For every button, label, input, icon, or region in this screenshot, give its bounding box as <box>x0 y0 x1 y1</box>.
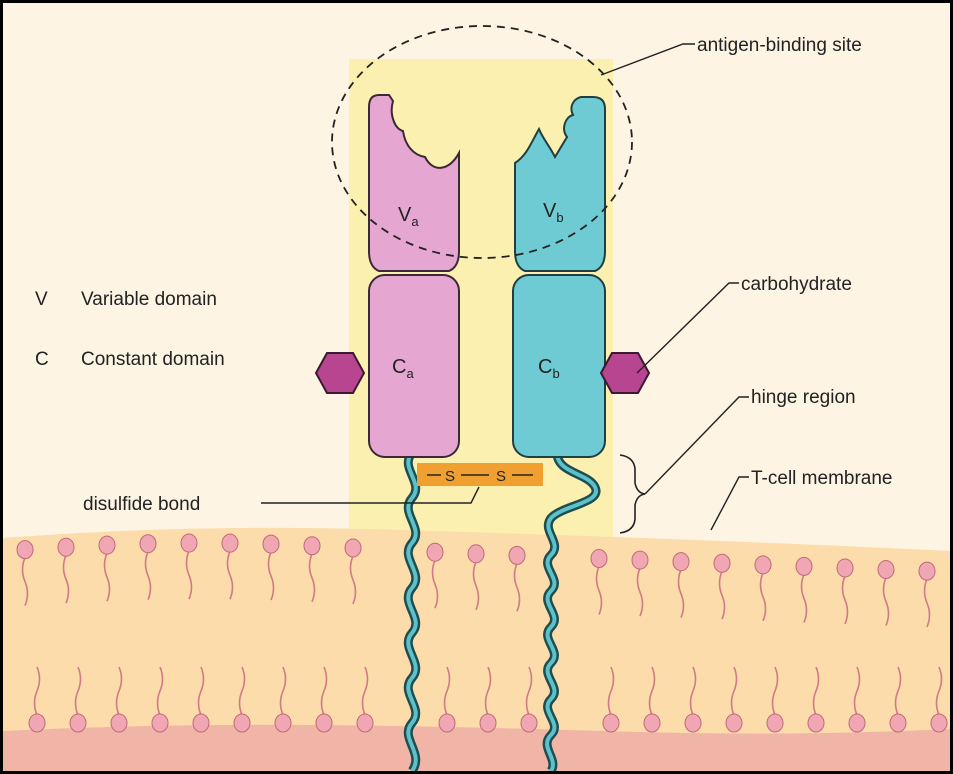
lipid-head <box>439 714 455 732</box>
lipid-head <box>673 553 689 571</box>
lipid-head <box>193 714 209 732</box>
lipid-head <box>878 561 894 579</box>
beta-chain: Vb Cb <box>513 97 605 457</box>
lipid-head <box>796 557 812 575</box>
lipid-head <box>931 714 947 732</box>
lipid-head <box>726 714 742 732</box>
lipid-head <box>767 714 783 732</box>
lipid-head <box>140 535 156 553</box>
lipid-head <box>632 551 648 569</box>
carbohydrate-label: carbohydrate <box>741 274 852 295</box>
disulfide-bond: S S <box>417 463 543 486</box>
t-cell-membrane <box>3 528 950 771</box>
lipid-head <box>591 550 607 568</box>
lipid-head <box>480 714 496 732</box>
lipid-head <box>58 538 74 556</box>
lipid-head <box>234 714 250 732</box>
lipid-head <box>509 546 525 564</box>
legend-variable-domain: Variable domain <box>81 289 217 310</box>
carbohydrate-right-hexagon <box>601 353 649 393</box>
lipid-head <box>17 541 33 559</box>
lipid-head <box>275 714 291 732</box>
lipid-head <box>29 714 45 732</box>
disulfide-s-left: S <box>445 468 455 485</box>
disulfide-s-right: S <box>496 468 506 485</box>
lipid-head <box>345 539 361 557</box>
lipid-head <box>468 545 484 563</box>
lipid-head <box>304 537 320 555</box>
lipid-head <box>111 714 127 732</box>
lipid-head <box>357 714 373 732</box>
lipid-head <box>263 535 279 553</box>
constant-domain-a <box>369 275 459 457</box>
lipid-head <box>427 543 443 561</box>
antigen-binding-site-label: antigen-binding site <box>697 35 862 56</box>
lipid-head <box>603 714 619 732</box>
lipid-head <box>890 714 906 732</box>
disulfide-bond-label: disulfide bond <box>83 494 200 515</box>
lipid-head <box>222 534 238 552</box>
hinge-region-label: hinge region <box>751 387 856 408</box>
lipid-head <box>99 536 115 554</box>
lipid-head <box>849 714 865 732</box>
lipid-head <box>70 714 86 732</box>
lipid-head <box>919 562 935 580</box>
lipid-head <box>181 534 197 552</box>
lipid-head <box>755 556 771 574</box>
lipid-head <box>685 714 701 732</box>
lipid-head <box>152 714 168 732</box>
lipid-head <box>644 714 660 732</box>
lipid-head <box>316 714 332 732</box>
legend-constant-domain: Constant domain <box>81 349 225 370</box>
t-cell-receptor-diagram: S S Va Ca Vb Cb antigen-binding site car… <box>3 3 950 771</box>
lipid-head <box>714 554 730 572</box>
t-cell-membrane-label: T-cell membrane <box>751 468 893 489</box>
lipid-head <box>521 714 537 732</box>
legend-v-key: V <box>35 289 48 310</box>
lipid-head <box>808 714 824 732</box>
legend-c-key: C <box>35 349 49 370</box>
carbohydrate-left-hexagon <box>316 353 364 393</box>
lipid-head <box>837 559 853 577</box>
